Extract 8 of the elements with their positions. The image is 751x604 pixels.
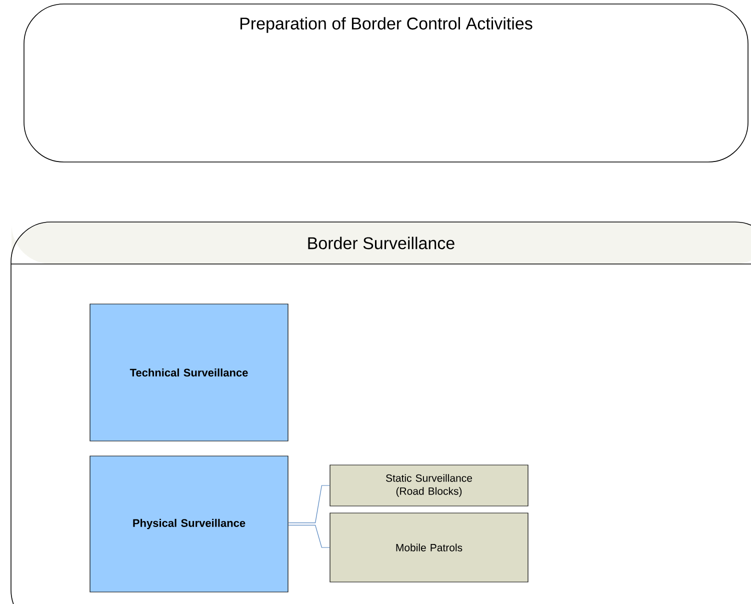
bracket-connector xyxy=(288,485,330,524)
process-box: Technical Surveillance xyxy=(90,304,288,442)
process-box: Mobile Patrols xyxy=(330,512,528,582)
process-box: Static Surveillance (Road Blocks) xyxy=(330,464,528,506)
bracket-connector xyxy=(288,524,330,548)
process-box: Physical Surveillance xyxy=(90,456,288,592)
container-title: Preparation of Border Control Activities xyxy=(240,17,532,33)
container-title: Border Surveillance xyxy=(308,236,454,250)
